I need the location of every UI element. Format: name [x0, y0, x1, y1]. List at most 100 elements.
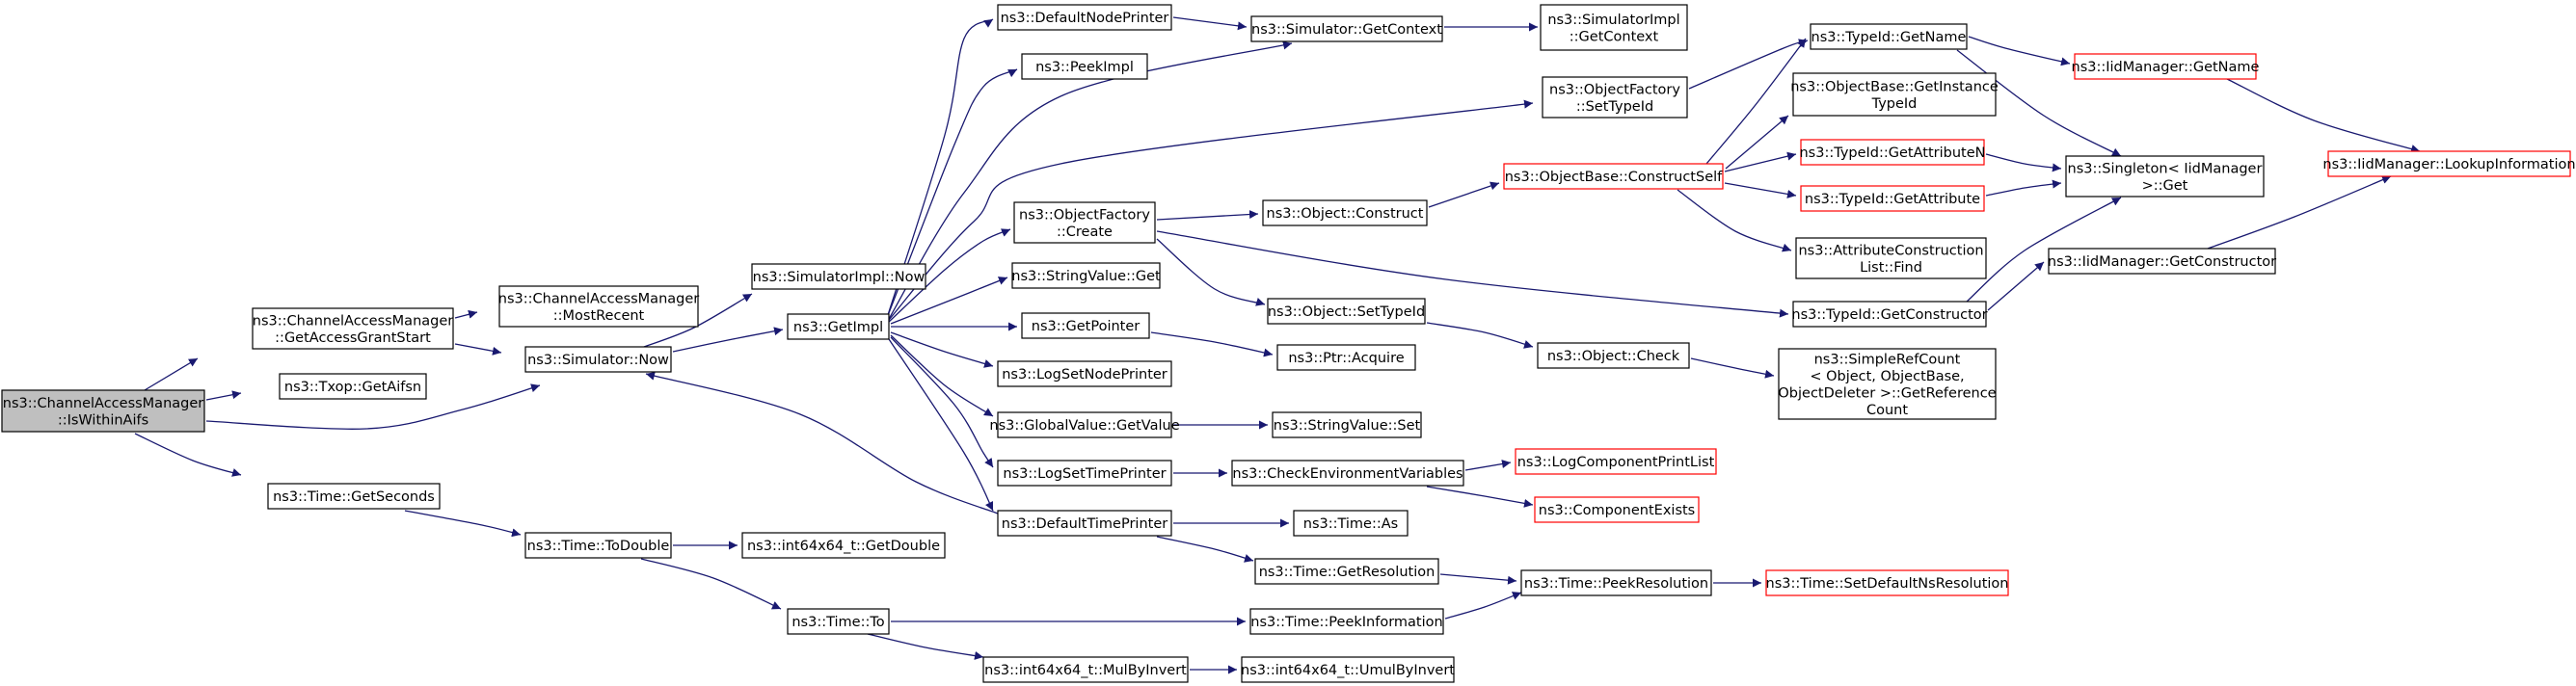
node-getAttributeN[interactable]: ns3::TypeId::GetAttributeN — [1799, 139, 1986, 166]
node-objCheck[interactable]: ns3::Object::Check — [1537, 342, 1690, 369]
node-getResolution[interactable]: ns3::Time::GetResolution — [1254, 558, 1439, 585]
node-umulByInvert[interactable]: ns3::int64x64_t::UmulByInvert — [1241, 656, 1455, 683]
node-box — [2048, 248, 2276, 275]
edge-constructSelf-to-getAttributeN — [1724, 151, 1797, 172]
node-getPointer[interactable]: ns3::GetPointer — [1021, 312, 1150, 339]
node-box — [997, 411, 1172, 438]
node-getImpl[interactable]: ns3::GetImpl — [787, 313, 890, 340]
node-defaultTimePrinter[interactable]: ns3::DefaultTimePrinter — [997, 510, 1172, 537]
node-typeIdGetName[interactable]: ns3::TypeId::GetName — [1810, 23, 1968, 50]
node-mostRecent[interactable]: ns3::ChannelAccessManager::MostRecent — [498, 285, 700, 328]
node-box — [1503, 163, 1724, 190]
node-setDefaultNsResolution[interactable]: ns3::Time::SetDefaultNsResolution — [1765, 569, 2009, 596]
node-implGetContext[interactable]: ns3::SimulatorImpl::GetContext — [1540, 4, 1688, 51]
node-stringValueSet[interactable]: ns3::StringValue::Set — [1272, 411, 1422, 438]
node-iidGetName[interactable]: ns3::IidManager::GetName — [2072, 53, 2260, 80]
node-getAccessGrantStart[interactable]: ns3::ChannelAccessManager::GetAccessGran… — [252, 307, 454, 350]
edge-constructSelf-to-getInstanceTypeId — [1725, 115, 1789, 170]
node-label: ::Create — [1057, 224, 1113, 240]
node-defaultNodePrinter[interactable]: ns3::DefaultNodePrinter — [997, 4, 1172, 31]
node-isWithinAifs[interactable]: ns3::ChannelAccessManager::IsWithinAifs — [1, 389, 205, 433]
node-label: ns3::ComponentExists — [1539, 503, 1696, 518]
edge-getAttribute-to-singletonGet — [1985, 179, 2062, 197]
edge-getConstructor-to-iidGetConstructor — [1987, 261, 2045, 311]
node-box — [1262, 199, 1428, 226]
node-label: ns3::ObjectBase::GetInstance — [1790, 79, 1999, 94]
node-box — [1231, 460, 1464, 487]
node-label: < Object, ObjectBase, — [1810, 369, 1964, 384]
node-implNow[interactable]: ns3::SimulatorImpl::Now — [751, 263, 926, 290]
node-getSeconds[interactable]: ns3::Time::GetSeconds — [267, 483, 441, 510]
edge-getSeconds-to-toDouble — [404, 510, 522, 538]
node-box — [1795, 237, 1987, 279]
node-box — [498, 285, 699, 328]
node-label: ns3::IidManager::GetConstructor — [2048, 254, 2276, 270]
node-label: >::Get — [2142, 178, 2188, 194]
node-simGetContext[interactable]: ns3::Simulator::GetContext — [1250, 15, 1443, 42]
node-peekResolution[interactable]: ns3::Time::PeekResolution — [1520, 569, 1712, 596]
edge-iidGetConstructor-to-lookupInformation — [2207, 175, 2392, 250]
node-lookupInformation[interactable]: ns3::IidManager::LookupInformation — [2322, 150, 2576, 177]
node-peekImpl[interactable]: ns3::PeekImpl — [1021, 53, 1148, 80]
node-stringValueGet[interactable]: ns3::StringValue::Get — [1011, 262, 1161, 289]
node-label: ::SetTypeId — [1576, 99, 1653, 115]
node-singletonGet[interactable]: ns3::Singleton< IidManager>::Get — [2065, 155, 2265, 198]
node-logSetTimePrinter[interactable]: ns3::LogSetTimePrinter — [997, 460, 1172, 487]
node-logSetNodePrinter[interactable]: ns3::LogSetNodePrinter — [997, 360, 1172, 387]
edge-typeIdGetName-to-singletonGet — [1956, 49, 2122, 157]
node-label: ns3::Time::ToDouble — [527, 539, 670, 554]
node-label: ns3::IidManager::LookupInformation — [2322, 157, 2575, 172]
node-box — [1250, 15, 1443, 42]
node-label: ns3::TypeId::GetAttribute — [1805, 192, 1980, 207]
node-label: ns3::Time::PeekResolution — [1524, 576, 1708, 592]
edge-simNow-to-getImpl — [672, 327, 784, 353]
node-label: ns3::TypeId::GetAttributeN — [1799, 145, 1985, 161]
node-getConstructor[interactable]: ns3::TypeId::GetConstructor — [1791, 301, 1988, 328]
node-label: ns3::DefaultNodePrinter — [1001, 11, 1169, 26]
node-label: ns3::PeekImpl — [1035, 60, 1134, 75]
node-box — [1267, 298, 1426, 325]
node-label: ::GetAccessGrantStart — [275, 330, 431, 346]
node-box — [741, 532, 946, 559]
node-iidGetConstructor[interactable]: ns3::IidManager::GetConstructor — [2048, 248, 2276, 275]
node-objConstruct[interactable]: ns3::Object::Construct — [1262, 199, 1428, 226]
node-label: ns3::int64x64_t::GetDouble — [747, 539, 940, 554]
node-getDouble[interactable]: ns3::int64x64_t::GetDouble — [741, 532, 946, 559]
node-simpleRefCount[interactable]: ns3::SimpleRefCount< Object, ObjectBase,… — [1778, 348, 1997, 420]
node-toDouble[interactable]: ns3::Time::ToDouble — [524, 532, 672, 559]
node-label: ns3::StringValue::Set — [1274, 418, 1421, 434]
node-label: ns3::GetPointer — [1032, 319, 1140, 334]
node-ofCreate[interactable]: ns3::ObjectFactory::Create — [1013, 201, 1156, 244]
node-objSetTypeId[interactable]: ns3::Object::SetTypeId — [1267, 298, 1426, 325]
node-globalValueGetValue[interactable]: ns3::GlobalValue::GetValue — [989, 411, 1180, 438]
node-timeTo[interactable]: ns3::Time::To — [787, 608, 890, 635]
node-label: ns3::Singleton< IidManager — [2068, 161, 2263, 176]
node-label: ObjectDeleter >::GetReference — [1778, 385, 1996, 401]
node-label: ::MostRecent — [553, 308, 645, 324]
node-checkEnv[interactable]: ns3::CheckEnvironmentVariables — [1231, 460, 1464, 487]
edge-objConstruct-to-constructSelf — [1428, 181, 1500, 208]
node-logComponentPrintList[interactable]: ns3::LogComponentPrintList — [1515, 448, 1717, 475]
node-ofSetTypeId[interactable]: ns3::ObjectFactory::SetTypeId — [1542, 76, 1688, 119]
node-label: ns3::ObjectBase::ConstructSelf — [1505, 170, 1723, 185]
node-componentExists[interactable]: ns3::ComponentExists — [1534, 496, 1700, 523]
node-label: ns3::Time::As — [1303, 516, 1398, 532]
edge-peekInformation-to-peekResolution — [1444, 592, 1522, 620]
node-getAttribute[interactable]: ns3::TypeId::GetAttribute — [1800, 185, 1985, 212]
node-ptrAcquire[interactable]: ns3::Ptr::Acquire — [1276, 344, 1416, 371]
node-box — [1013, 201, 1156, 244]
node-box — [524, 346, 672, 373]
node-timeAs[interactable]: ns3::Time::As — [1293, 510, 1409, 537]
node-peekInformation[interactable]: ns3::Time::PeekInformation — [1249, 608, 1444, 635]
node-getAifsn[interactable]: ns3::Txop::GetAifsn — [279, 373, 427, 400]
edge-getImpl-to-defaultTimePrinter — [888, 338, 994, 512]
node-box — [1520, 569, 1712, 596]
edge-getAttributeN-to-singletonGet — [1985, 153, 2062, 172]
node-simNow[interactable]: ns3::Simulator::Now — [524, 346, 672, 373]
node-mulByInvert[interactable]: ns3::int64x64_t::MulByInvert — [982, 656, 1189, 683]
node-constructSelf[interactable]: ns3::ObjectBase::ConstructSelf — [1503, 163, 1724, 190]
node-box — [1534, 496, 1700, 523]
edge-simNow-to-implNow — [643, 293, 753, 348]
